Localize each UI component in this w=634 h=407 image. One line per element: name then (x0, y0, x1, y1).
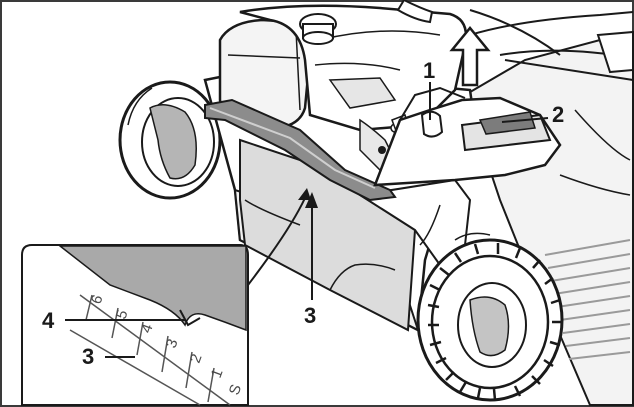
leader-3-arrowhead (305, 192, 318, 208)
handle-grip (478, 111, 536, 135)
callout-3-main: 3 (304, 303, 316, 328)
right-wheel (416, 232, 564, 402)
engine (218, 0, 468, 171)
arrow-tip (298, 188, 311, 200)
callout-1: 1 (423, 58, 435, 83)
callout-2: 2 (552, 102, 564, 127)
leader-2 (501, 117, 549, 123)
height-adjustment-lever (204, 98, 397, 202)
callout-leaders (65, 82, 549, 358)
left-wheel (118, 80, 222, 200)
release-knob (420, 110, 444, 138)
inset-lever-shade (57, 245, 247, 332)
callout-3-detail: 3 (82, 344, 94, 369)
handle-cables (469, 9, 634, 81)
callout-4: 4 (42, 308, 55, 333)
up-arrow-icon (449, 26, 491, 87)
rear-housing (373, 86, 562, 187)
